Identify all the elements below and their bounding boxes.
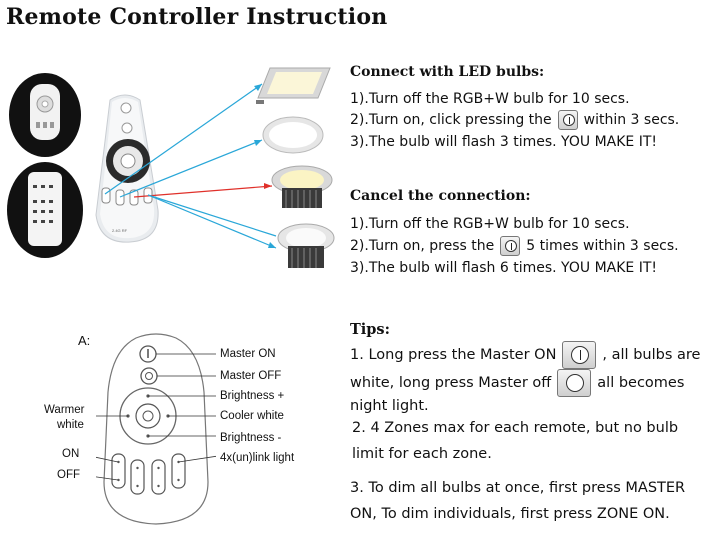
label-warmer-white-2: white <box>57 419 84 431</box>
tip-1-line-2: white, long press Master off all becomes <box>350 369 684 397</box>
remote-diagram <box>96 333 216 525</box>
connect-heading: Connect with LED bulbs: <box>350 64 545 80</box>
label-master-off: Master OFF <box>220 370 282 382</box>
tip-2-line-2: limit for each zone. <box>352 446 492 462</box>
panel-light-square <box>256 67 331 104</box>
cancel-step-2-text-a: 2).Turn on, press the <box>350 238 495 254</box>
cancel-step-3: 3).The bulb will flash 6 times. YOU MAKE… <box>350 260 657 276</box>
master-on-key-icon <box>562 341 597 369</box>
label-brightness-minus: Brightness - <box>220 432 282 444</box>
label-warmer-white-1: Warmer <box>44 404 85 416</box>
tips-heading: Tips: <box>350 321 390 338</box>
page-title: Remote Controller Instruction <box>6 4 388 30</box>
svg-text:2.4G RF: 2.4G RF <box>112 228 128 233</box>
diagram-label-a: A: <box>78 333 91 348</box>
label-cooler-white: Cooler white <box>220 410 284 422</box>
connection-arrows <box>104 83 277 249</box>
remote-large: 2.4G RF <box>95 94 159 243</box>
cancel-heading: Cancel the connection: <box>350 188 531 204</box>
label-brightness-plus: Brightness + <box>220 390 285 402</box>
cancel-step-2: 2).Turn on, press the 5 times within 3 se… <box>350 236 679 256</box>
product-photo: 2.4G RF <box>7 67 335 268</box>
cancel-step-1: 1).Turn off the RGB+W bulb for 10 secs. <box>350 216 630 232</box>
connect-step-2-text-a: 2).Turn on, click pressing the <box>350 112 552 128</box>
connect-step-3: 3).The bulb will flash 3 times. YOU MAKE… <box>350 134 657 150</box>
tip-1-text-c: white, long press Master off <box>350 375 552 391</box>
connect-step-2: 2).Turn on, click pressing the within 3 s… <box>350 110 679 130</box>
tip-1-text-d: all becomes <box>597 375 685 391</box>
tip-1-text-a: 1. Long press the Master ON <box>350 347 557 363</box>
tip-1-line-3: night light. <box>350 398 429 414</box>
label-on: ON <box>62 448 80 460</box>
tip-3-line-2: ON, To dim individuals, first press ZONE… <box>350 506 670 522</box>
connect-step-2-text-b: within 3 secs. <box>583 112 680 128</box>
connect-step-1: 1).Turn off the RGB+W bulb for 10 secs. <box>350 91 630 107</box>
tip-3-line-1: 3. To dim all bulbs at once, first press… <box>350 480 686 496</box>
master-on-key-icon <box>500 236 521 256</box>
master-on-key-icon <box>557 110 578 130</box>
label-link-light: 4x(un)link light <box>220 452 295 464</box>
label-master-on: Master ON <box>220 348 276 360</box>
tip-1-text-b: , all bulbs are <box>602 347 701 363</box>
downlight-1 <box>271 165 333 208</box>
panel-light-round <box>262 116 324 154</box>
remote-thumbnail-bottom <box>7 162 83 258</box>
remote-thumbnail-top <box>9 73 81 157</box>
cancel-step-2-text-b: 5 times within 3 secs. <box>526 238 679 254</box>
label-off: OFF <box>57 469 80 481</box>
master-off-key-icon <box>557 369 592 397</box>
downlight-2 <box>277 223 335 268</box>
tip-1-line-1: 1. Long press the Master ON , all bulbs a… <box>350 341 700 369</box>
tip-2-line-1: 2. 4 Zones max for each remote, but no b… <box>352 420 679 436</box>
